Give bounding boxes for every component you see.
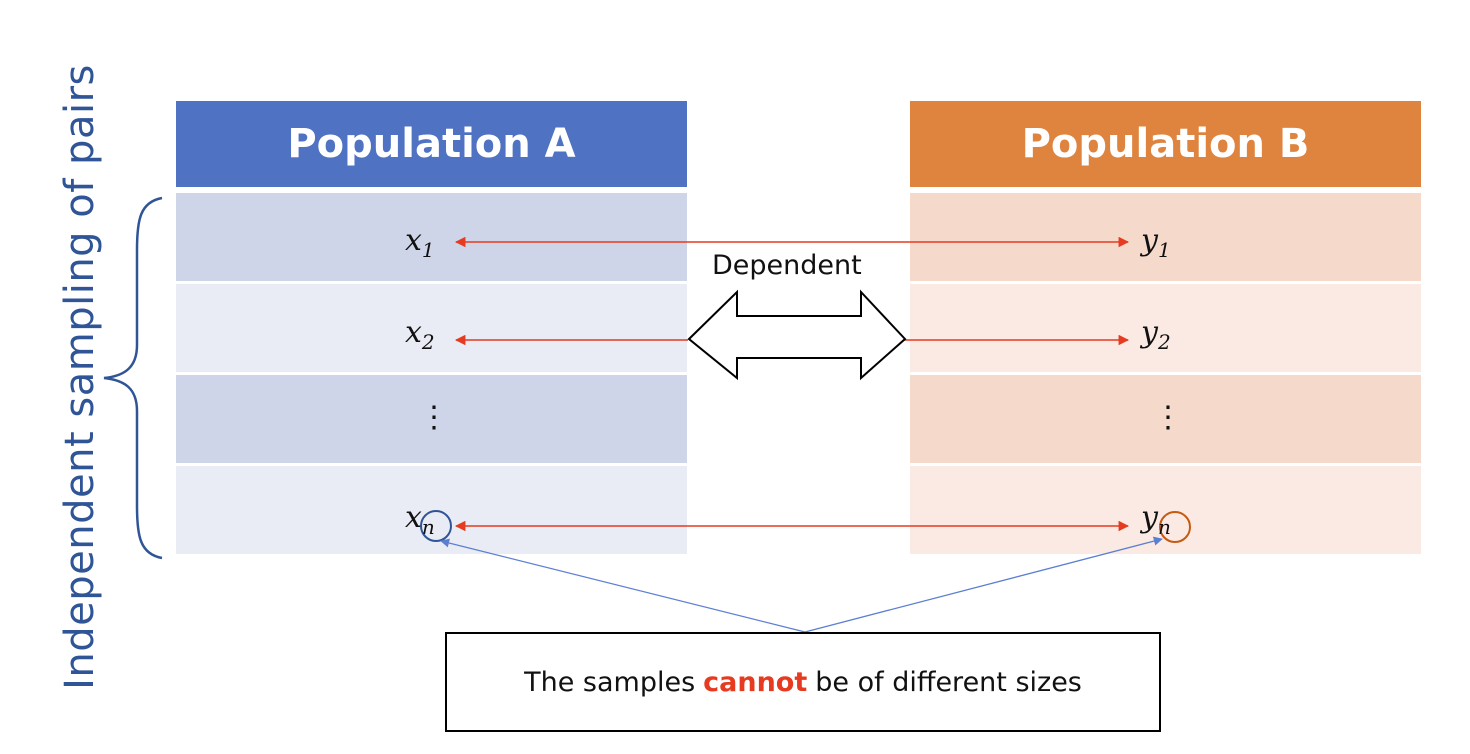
vdots-b: ⋮: [1153, 400, 1183, 435]
population-b-header: Population B: [910, 101, 1421, 187]
circle-xn: [420, 510, 452, 542]
pointer-to-yn: [804, 536, 1163, 633]
population-b-row-2: [910, 284, 1421, 372]
vdots-a: ⋮: [419, 400, 449, 435]
dependent-double-arrow: [687, 289, 907, 381]
note-box: The samples cannot be of different sizes: [445, 632, 1161, 732]
var-y2: y2: [1141, 315, 1171, 354]
pointer-to-xn: [440, 538, 806, 633]
note-emphasis: cannot: [703, 666, 808, 698]
curly-brace: [103, 196, 163, 560]
circle-yn: [1159, 511, 1191, 543]
var-y1: y1: [1141, 223, 1171, 262]
population-a-header: Population A: [176, 101, 687, 187]
note-text-after: be of different sizes: [815, 666, 1082, 698]
population-b-row-3: [910, 375, 1421, 463]
var-xn: xn: [405, 500, 435, 539]
population-a-row-3: [176, 375, 687, 463]
var-x2: x2: [405, 315, 435, 354]
var-x1: x1: [405, 223, 435, 262]
var-yn: yn: [1141, 500, 1171, 539]
population-a-row-2: [176, 284, 687, 372]
note-text-before: The samples: [524, 666, 696, 698]
dependent-label: Dependent: [712, 250, 862, 281]
